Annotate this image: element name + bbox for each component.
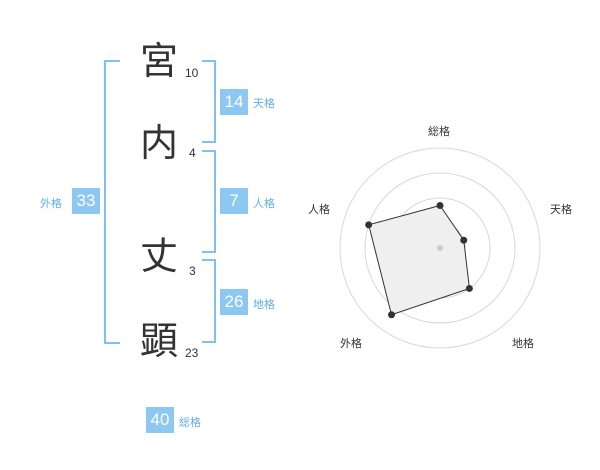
radar-point xyxy=(365,221,373,229)
soukaku-value: 40 xyxy=(146,407,174,433)
stroke-count-2: 4 xyxy=(189,146,196,160)
radar-point xyxy=(460,236,468,244)
radar-axis-label-gaikaku: 外格 xyxy=(340,337,362,350)
chikaku-label: 地格 xyxy=(253,298,275,311)
tenkaku-label: 天格 xyxy=(253,97,275,110)
radar-axis-label-tenkaku: 天格 xyxy=(550,203,572,216)
tenkaku-value: 14 xyxy=(220,89,248,115)
radar-axis-label-soukaku: 総格 xyxy=(428,125,450,138)
radar-ring xyxy=(364,172,516,324)
name-char-4: 顕 xyxy=(139,319,178,363)
radar-point xyxy=(388,311,396,319)
radar-polygon xyxy=(368,204,470,316)
soukaku-label: 総格 xyxy=(179,416,201,429)
jinkaku-bracket xyxy=(202,150,216,253)
stroke-count-3: 3 xyxy=(189,264,196,278)
gaikaku-value: 33 xyxy=(72,188,100,214)
name-char-1: 宮 xyxy=(139,39,178,83)
radar-axis-label-chikaku: 地格 xyxy=(512,337,534,350)
gaikaku-label: 外格 xyxy=(40,197,62,210)
stroke-count-1: 10 xyxy=(185,66,199,80)
radar-point xyxy=(465,284,473,292)
tenkaku-bracket xyxy=(202,60,216,143)
radar-point xyxy=(436,202,444,209)
chikaku-value: 26 xyxy=(220,289,248,315)
radar-center-dot xyxy=(437,245,443,251)
jinkaku-value: 7 xyxy=(220,188,248,214)
name-char-2: 内 xyxy=(139,121,178,165)
gaikaku-bracket xyxy=(104,60,120,344)
radar-axis-label-jinkaku: 人格 xyxy=(308,203,330,216)
name-char-3: 丈 xyxy=(139,234,178,278)
jinkaku-label: 人格 xyxy=(253,197,275,210)
chikaku-bracket xyxy=(202,259,216,343)
stroke-count-4: 23 xyxy=(185,346,199,360)
radar-ring xyxy=(339,147,541,349)
